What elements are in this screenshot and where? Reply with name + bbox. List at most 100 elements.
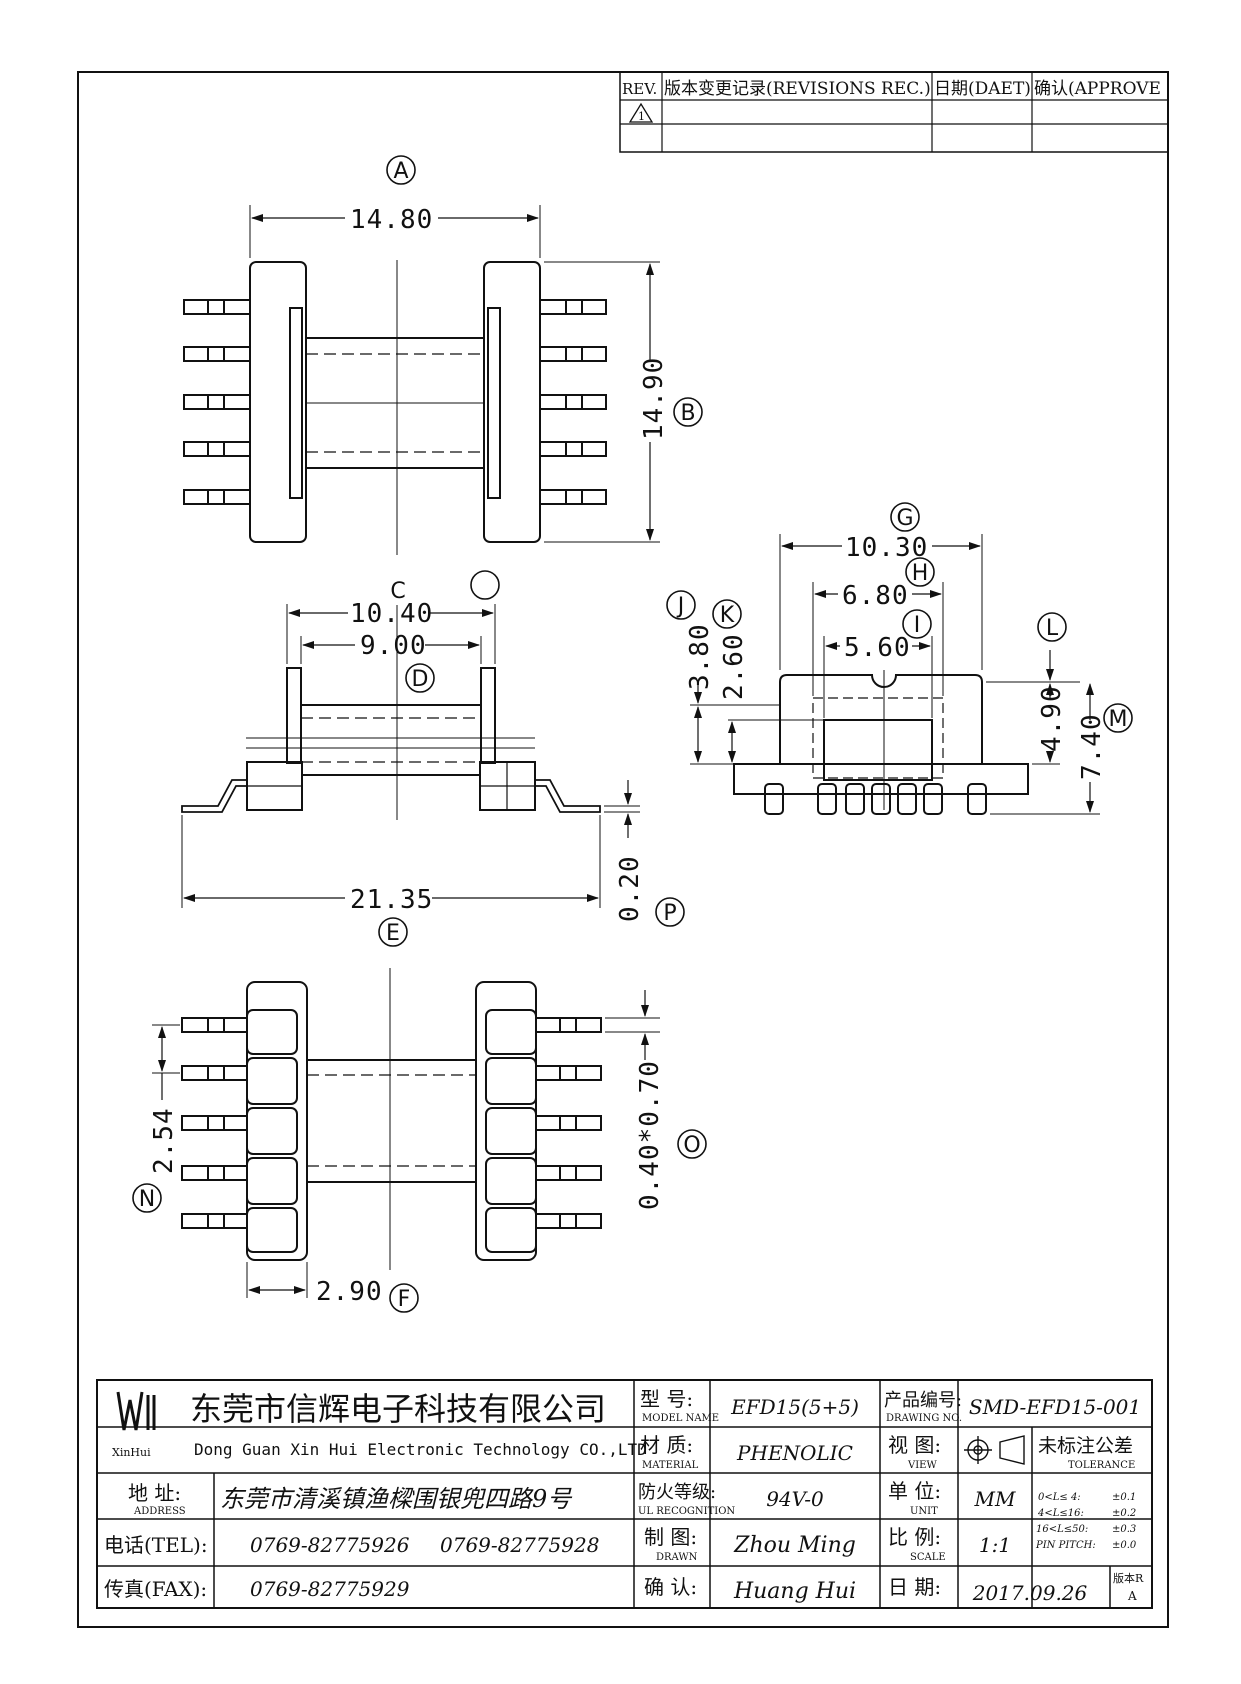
tolerance-value-4: ±0.0 (1112, 1540, 1137, 1551)
material-label-en: MATERIAL (642, 1460, 699, 1471)
rev-triangle-icon: 1 (628, 102, 654, 123)
balloon-p-label: P (663, 901, 676, 926)
title-block (97, 1380, 1152, 1608)
rev-header-date: 日期(DAET) (934, 79, 1031, 99)
ul-label: 防火等级: (638, 1482, 716, 1503)
balloon-f: F (389, 1283, 419, 1313)
ul-value: 94V-0 (766, 1487, 824, 1511)
rev-header-rev: REV. (622, 80, 657, 98)
balloon-n-label: N (139, 1187, 155, 1212)
balloon-i-label: I (914, 613, 921, 638)
tolerance-title: 未标注公差 (1038, 1435, 1133, 1457)
tolerance-value-2: ±0.2 (1112, 1508, 1136, 1519)
model-label: 型 号: (640, 1387, 693, 1411)
date-value: 2017.09.26 (972, 1581, 1088, 1605)
drawing-no-label: 产品编号: (884, 1390, 962, 1411)
balloon-h: H (905, 557, 935, 587)
dim-bottom-pin-size: 0.40*0.70 (635, 1060, 665, 1210)
rev-header-record: 版本变更记录(REVISIONS REC.) (664, 79, 931, 99)
fax-value: 0769-82775929 (250, 1577, 410, 1601)
revision-table: REV. 版本变更记录(REVISIONS REC.) 日期(DAET) 确认(… (619, 71, 1169, 153)
drawn-value: Zhou Ming (733, 1533, 856, 1558)
material-label: 材 质: (640, 1433, 693, 1457)
top-view-pins-left (183, 299, 251, 505)
balloon-k: K (712, 599, 742, 629)
top-view (183, 205, 660, 555)
unit-value: MM (974, 1487, 1016, 1511)
address-label: 地 址: (128, 1481, 181, 1505)
dim-end-k: 2.60 (719, 633, 749, 700)
balloon-l: L (1037, 612, 1067, 642)
rev-number: 1 (638, 110, 645, 123)
version-value: A (1127, 1589, 1137, 1603)
company-name-cn: 东莞市信辉电子科技有限公司 (190, 1390, 606, 1428)
dim-end-m: 7.40 (1077, 713, 1107, 780)
balloon-a-label: A (393, 159, 408, 184)
dim-bottom-pitch: 2.54 (149, 1107, 179, 1174)
company-name-en: Dong Guan Xin Hui Electronic Technology … (194, 1440, 647, 1459)
balloon-n: N (132, 1183, 162, 1213)
blank-balloon (470, 570, 500, 600)
balloon-m: M (1103, 703, 1133, 733)
balloon-b: B (673, 397, 703, 427)
scale-value: 1:1 (979, 1533, 1011, 1557)
balloon-a: A (386, 155, 416, 185)
balloon-d: D (405, 663, 435, 693)
tel-value-2: 0769-82775928 (440, 1533, 599, 1557)
balloon-b-label: B (680, 401, 695, 426)
view-label: 视 图: (888, 1433, 941, 1457)
side-view-label-c: C (390, 579, 405, 604)
balloon-e: E (378, 917, 408, 947)
balloon-m-label: M (1109, 707, 1128, 732)
balloon-k-label: K (720, 603, 735, 628)
balloon-g-label: G (896, 506, 913, 531)
model-label-en: MODEL NAME (642, 1413, 719, 1424)
tolerance-value-1: ±0.1 (1112, 1492, 1136, 1503)
balloon-j-label: J (676, 594, 685, 619)
unit-label-en: UNIT (910, 1506, 938, 1517)
dim-side-pin: 0.20 (615, 855, 645, 922)
dim-end-l: 4.90 (1037, 685, 1067, 752)
dim-top-width: 14.80 (350, 205, 433, 235)
dim-side-inner: 9.00 (360, 631, 427, 661)
balloon-p: P (655, 897, 685, 927)
balloon-l-label: L (1046, 616, 1059, 641)
balloon-h-label: H (912, 561, 929, 586)
address-value: 东莞市清溪镇渔樑围银兜四路9号 (220, 1485, 573, 1513)
scale-label-en: SCALE (910, 1552, 946, 1563)
balloon-o: O (677, 1129, 707, 1159)
confirm-label: 确 认: (644, 1575, 697, 1599)
balloon-j: J (666, 590, 696, 620)
view-label-en: VIEW (907, 1460, 937, 1471)
balloon-e-label: E (386, 921, 400, 946)
rev-header-approve: 确认(APPROVE (1034, 79, 1161, 99)
tolerance-title-en: TOLERANCE (1068, 1460, 1135, 1471)
drawing-no-value: SMD-EFD15-001 (969, 1395, 1141, 1419)
drawn-label-en: DRAWN (656, 1552, 698, 1563)
side-view (181, 604, 640, 908)
scale-label: 比 例: (888, 1525, 941, 1549)
version-label: 版本R (1113, 1571, 1144, 1585)
top-view-pins-right (539, 299, 607, 505)
tolerance-range-4: PIN PITCH: (1035, 1540, 1096, 1551)
tolerance-range-3: 16<L≤50: (1036, 1524, 1088, 1535)
confirm-value: Huang Hui (733, 1579, 856, 1604)
drawing-no-label-en: DRAWING NO. (886, 1413, 962, 1424)
dim-end-g: 10.30 (845, 533, 928, 563)
dim-top-height: 14.90 (639, 357, 669, 440)
material-value: PHENOLIC (736, 1441, 853, 1465)
drawn-label: 制 图: (644, 1525, 697, 1549)
xinhui-logo: XinHui (112, 1391, 156, 1459)
ul-label-en: UL RECOGNITION (638, 1506, 735, 1517)
projection-symbol-icon (964, 1435, 1025, 1465)
dim-end-i: 5.60 (844, 633, 911, 663)
dim-bottom-f: 2.90 (316, 1277, 383, 1307)
model-value: EFD15(5+5) (730, 1395, 859, 1419)
tolerance-range-1: 0<L≤ 4: (1038, 1492, 1081, 1503)
balloon-g: G (890, 502, 920, 532)
bottom-view (152, 968, 660, 1298)
dim-side-outer: 10.40 (350, 599, 433, 629)
date-label: 日 期: (888, 1575, 941, 1599)
balloon-d-label: D (412, 667, 429, 692)
